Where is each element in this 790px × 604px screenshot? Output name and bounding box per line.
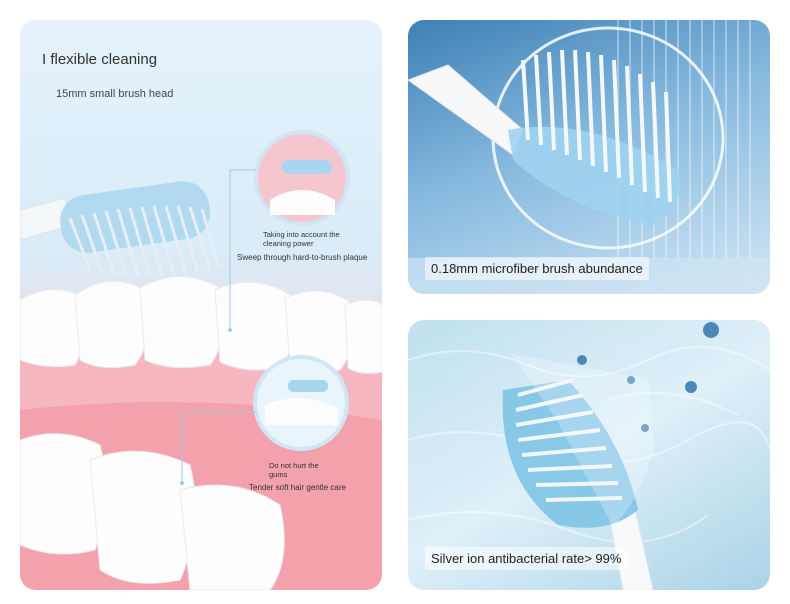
callout1-description: Sweep through hard-to-brush plaque (237, 253, 368, 262)
flexible-cleaning-panel: I flexible cleaning 15mm small brush hea… (20, 20, 382, 590)
callout2-heading: Do not hurt the gums (269, 461, 339, 479)
teeth-illustration (20, 130, 382, 590)
microfiber-panel: 0.18mm microfiber brush abundance (408, 20, 770, 294)
antibacterial-panel: Silver ion antibacterial rate> 99% (408, 320, 770, 590)
callout2-heading-line1: Do not hurt the (269, 461, 319, 470)
microfiber-brush-illustration (408, 20, 770, 294)
microfiber-caption: 0.18mm microfiber brush abundance (425, 257, 649, 280)
callout2-description: Tender soft hair gentle care (249, 483, 346, 492)
bacteria-icon (577, 322, 719, 432)
callout2-heading-line2: gums (269, 470, 288, 479)
callout1-heading-line2: cleaning power (263, 239, 314, 248)
panel-subtitle: 15mm small brush head (56, 88, 174, 100)
callout1-heading: Taking into account the cleaning power (263, 230, 363, 248)
panel-title: I flexible cleaning (42, 51, 158, 68)
callout1-heading-line1: Taking into account the (263, 230, 340, 239)
antibacterial-caption: Silver ion antibacterial rate> 99% (425, 547, 628, 570)
